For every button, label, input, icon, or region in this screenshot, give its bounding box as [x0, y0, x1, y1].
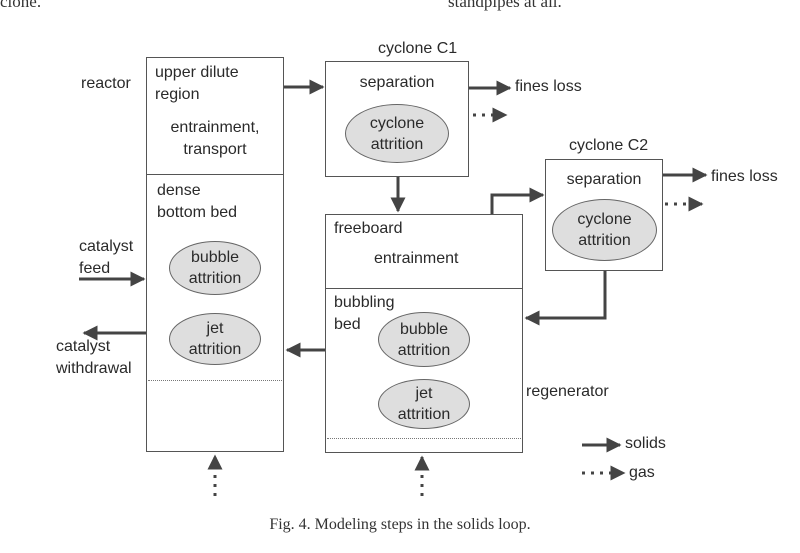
ellipse-line: jet [415, 385, 433, 402]
ellipse-line: attrition [370, 135, 424, 153]
reactor-label: reactor [81, 75, 131, 92]
regenerator-jet-attrition-ellipse: jet attrition [378, 379, 470, 429]
reactor-bubble-attrition-ellipse: bubble attrition [169, 241, 261, 295]
ellipse-line: cyclone [369, 114, 425, 132]
reactor-jet-attrition-ellipse: jet attrition [169, 313, 261, 365]
regenerator-upper-title: freeboard [334, 220, 403, 237]
page-text-fragment-left: clone. [0, 0, 42, 11]
ellipse-line: attrition [397, 406, 451, 423]
ellipse-line: jet [206, 320, 224, 337]
catalyst-withdrawal-label-1: catalyst [56, 338, 111, 355]
ellipse-line: attrition [188, 270, 242, 287]
ellipse-line: bubble [190, 249, 240, 266]
regenerator-distributor-line [327, 438, 521, 439]
reactor-upper-title-2: region [155, 86, 200, 103]
ellipse-line: attrition [578, 232, 631, 249]
ellipse-line: attrition [188, 341, 242, 358]
cyclone-c2-label: cyclone C2 [569, 137, 649, 154]
cyclone-c2-attrition-ellipse: cyclone attrition [552, 199, 657, 261]
cyclone-c2-fines-loss: fines loss [711, 168, 778, 185]
ellipse-line: bubble [399, 320, 449, 338]
cyclone-c1-process: separation [359, 74, 435, 91]
regenerator-bubble-attrition-ellipse: bubble attrition [378, 312, 470, 367]
cyclone-c1-attrition-ellipse: cyclone attrition [345, 104, 449, 163]
page-text-fragment-right: standpipes at all. [448, 0, 562, 11]
reactor-upper-process-2: transport [183, 141, 247, 158]
reactor-lower-title-1: dense [157, 182, 201, 199]
cyclone-c1-label: cyclone C1 [378, 40, 458, 57]
reactor-upper-process-1: entrainment, [170, 119, 260, 136]
regenerator-label: regenerator [526, 383, 609, 400]
catalyst-feed-label-1: catalyst [79, 238, 134, 255]
arrow-c2-to-regenerator [524, 271, 607, 326]
regenerator-upper-process: entrainment [374, 250, 459, 267]
catalyst-feed-label-2: feed [79, 260, 111, 277]
arrow-regenerator-to-c2 [490, 187, 545, 214]
legend-gas-label: gas [629, 464, 655, 481]
regenerator-lower-title-1: bubbling [334, 294, 395, 311]
regenerator-lower-title-2: bed [334, 316, 361, 333]
ellipse-line: attrition [397, 341, 451, 359]
legend-solids-label: solids [625, 435, 666, 452]
reactor-upper-title-1: upper dilute [155, 64, 239, 81]
reactor-lower-title-2: bottom bed [157, 204, 238, 221]
regenerator-divider [325, 288, 523, 289]
cyclone-c2-process: separation [566, 171, 642, 188]
ellipse-line: cyclone [577, 211, 632, 228]
catalyst-withdrawal-label-2: withdrawal [56, 360, 132, 377]
reactor-distributor-line [148, 380, 282, 381]
figure-caption: Fig. 4. Modeling steps in the solids loo… [269, 516, 531, 533]
cyclone-c1-fines-loss: fines loss [515, 78, 582, 95]
reactor-divider [146, 174, 284, 175]
